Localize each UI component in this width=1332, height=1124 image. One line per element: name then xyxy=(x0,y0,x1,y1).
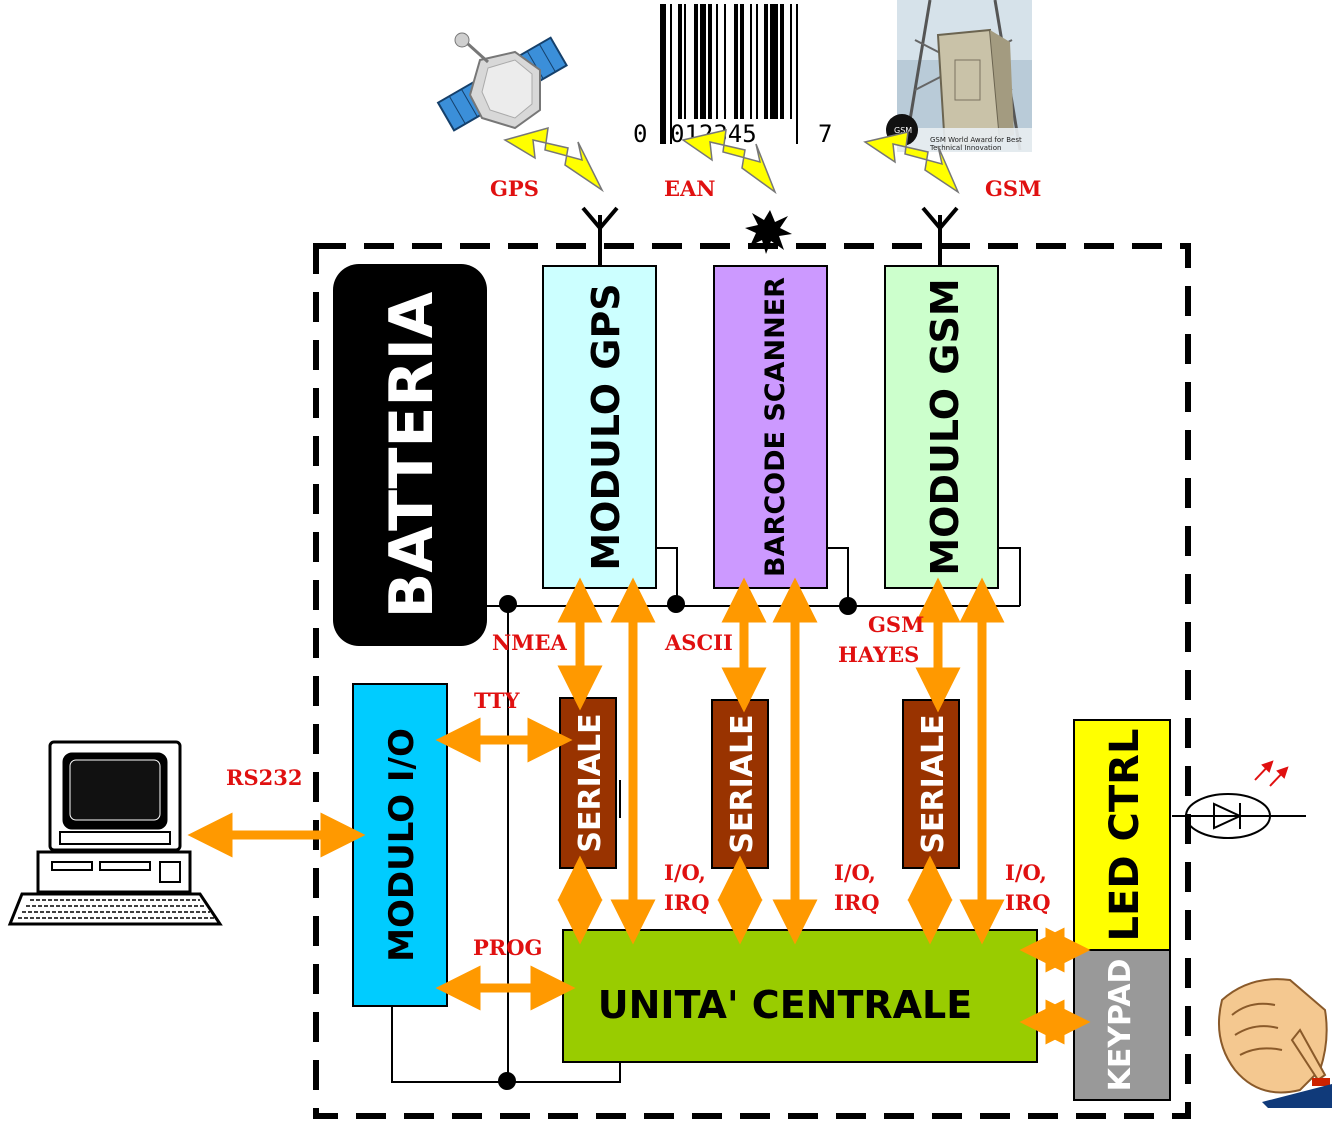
barcode-bar xyxy=(780,4,784,119)
label-gsm-hayes-line2: HAYES xyxy=(838,642,919,667)
junction-dot xyxy=(498,1072,516,1090)
label-gsm-hayes-line1: GSM xyxy=(868,612,924,637)
gsm-caption-line2: Technical Innovation xyxy=(929,144,1001,152)
barcode-bar xyxy=(694,4,698,119)
label-prog: PROG xyxy=(473,935,542,960)
label-io-irq-3-line2: IRQ xyxy=(1005,890,1051,915)
data-arrows xyxy=(187,577,1091,1045)
barcode-bar xyxy=(670,4,672,144)
label-io-irq-2-line2: IRQ xyxy=(834,890,880,915)
barcode-bar xyxy=(756,4,758,119)
barcode-bar xyxy=(660,4,666,144)
gsm-caption-line1: GSM World Award for Best xyxy=(930,136,1022,144)
antenna-icon xyxy=(581,206,619,268)
label-io-irq-2-line1: I/O, xyxy=(834,860,876,885)
barcode-bar xyxy=(716,4,718,119)
signal-label-gsm: GSM xyxy=(985,176,1041,201)
barcode-bar xyxy=(734,4,738,119)
led-diode-icon xyxy=(1172,760,1306,839)
barcode-right-digit: 7 xyxy=(818,120,832,148)
barcode-icon: 0 012345 7 xyxy=(633,0,832,150)
label-tty: TTY xyxy=(474,688,521,713)
junction-dot xyxy=(839,597,857,615)
led-ctrl-block: LED CTRL xyxy=(1073,719,1171,951)
label-rs232: RS232 xyxy=(226,765,302,790)
keypad-block: KEYPAD xyxy=(1073,949,1171,1101)
label-io-irq-3-line1: I/O, xyxy=(1005,860,1047,885)
gps-module-block: MODULO GPS xyxy=(542,265,657,589)
computer-icon xyxy=(7,740,223,926)
serial-block-2: SERIALE xyxy=(711,699,769,869)
label-io-irq-1-line1: I/O, xyxy=(664,860,706,885)
barcode-bar xyxy=(708,4,712,119)
junction-dot xyxy=(667,595,685,613)
serial-label-2: SERIALE xyxy=(725,714,760,853)
gsm-badge: GSM xyxy=(894,126,912,135)
barcode-left-digit: 0 xyxy=(633,120,647,148)
barcode-bar xyxy=(770,4,778,119)
gps-module-label: MODULO GPS xyxy=(584,283,628,570)
antenna-icon xyxy=(921,206,959,268)
barcode-bar xyxy=(796,4,798,144)
serial-block-1: SERIALE xyxy=(559,697,617,869)
battery-block: BATTERIA xyxy=(333,264,487,646)
io-module-block: MODULO I/O xyxy=(352,683,448,1007)
barcode-scanner-block: BARCODE SCANNER xyxy=(713,265,828,589)
gsm-module-block: MODULO GSM xyxy=(884,265,999,589)
serial-label-3: SERIALE xyxy=(916,714,951,853)
gsm-module-label: MODULO GSM xyxy=(923,278,967,575)
signal-label-gps: GPS xyxy=(490,176,539,201)
label-nmea: NMEA xyxy=(492,630,567,655)
keypad-label: KEYPAD xyxy=(1103,959,1138,1092)
led-ctrl-label: LED CTRL xyxy=(1102,729,1148,942)
label-io-irq-1-line2: IRQ xyxy=(664,890,710,915)
barcode-bar xyxy=(724,4,726,119)
junction-dot xyxy=(499,595,517,613)
signal-label-ean: EAN xyxy=(664,176,716,201)
device-enclosure xyxy=(313,243,1191,1119)
barcode-bar xyxy=(700,4,706,119)
serial-label-1: SERIALE xyxy=(573,713,608,852)
barcode-bar xyxy=(684,4,686,119)
barcode-bar xyxy=(678,4,682,119)
central-unit-label: UNITA' CENTRALE xyxy=(598,983,972,1027)
barcode-bar xyxy=(740,4,744,119)
battery-label: BATTERIA xyxy=(377,291,447,618)
hand-pressing-icon xyxy=(1218,978,1332,1108)
serial-block-3: SERIALE xyxy=(902,699,960,869)
satellite-icon xyxy=(436,32,568,132)
label-ascii: ASCII xyxy=(664,630,733,655)
barcode-bar xyxy=(750,4,752,119)
barcode-scanner-label: BARCODE SCANNER xyxy=(760,277,791,577)
barcode-bar xyxy=(790,4,792,119)
io-module-label: MODULO I/O xyxy=(382,728,422,962)
central-unit-block: UNITA' CENTRALE xyxy=(562,929,1038,1063)
laser-icon xyxy=(745,210,792,254)
barcode-bar xyxy=(764,4,768,119)
gsm-tower-photo: GSM GSM World Award for Best Technical I… xyxy=(886,0,1032,152)
lightning-icon xyxy=(503,126,960,195)
